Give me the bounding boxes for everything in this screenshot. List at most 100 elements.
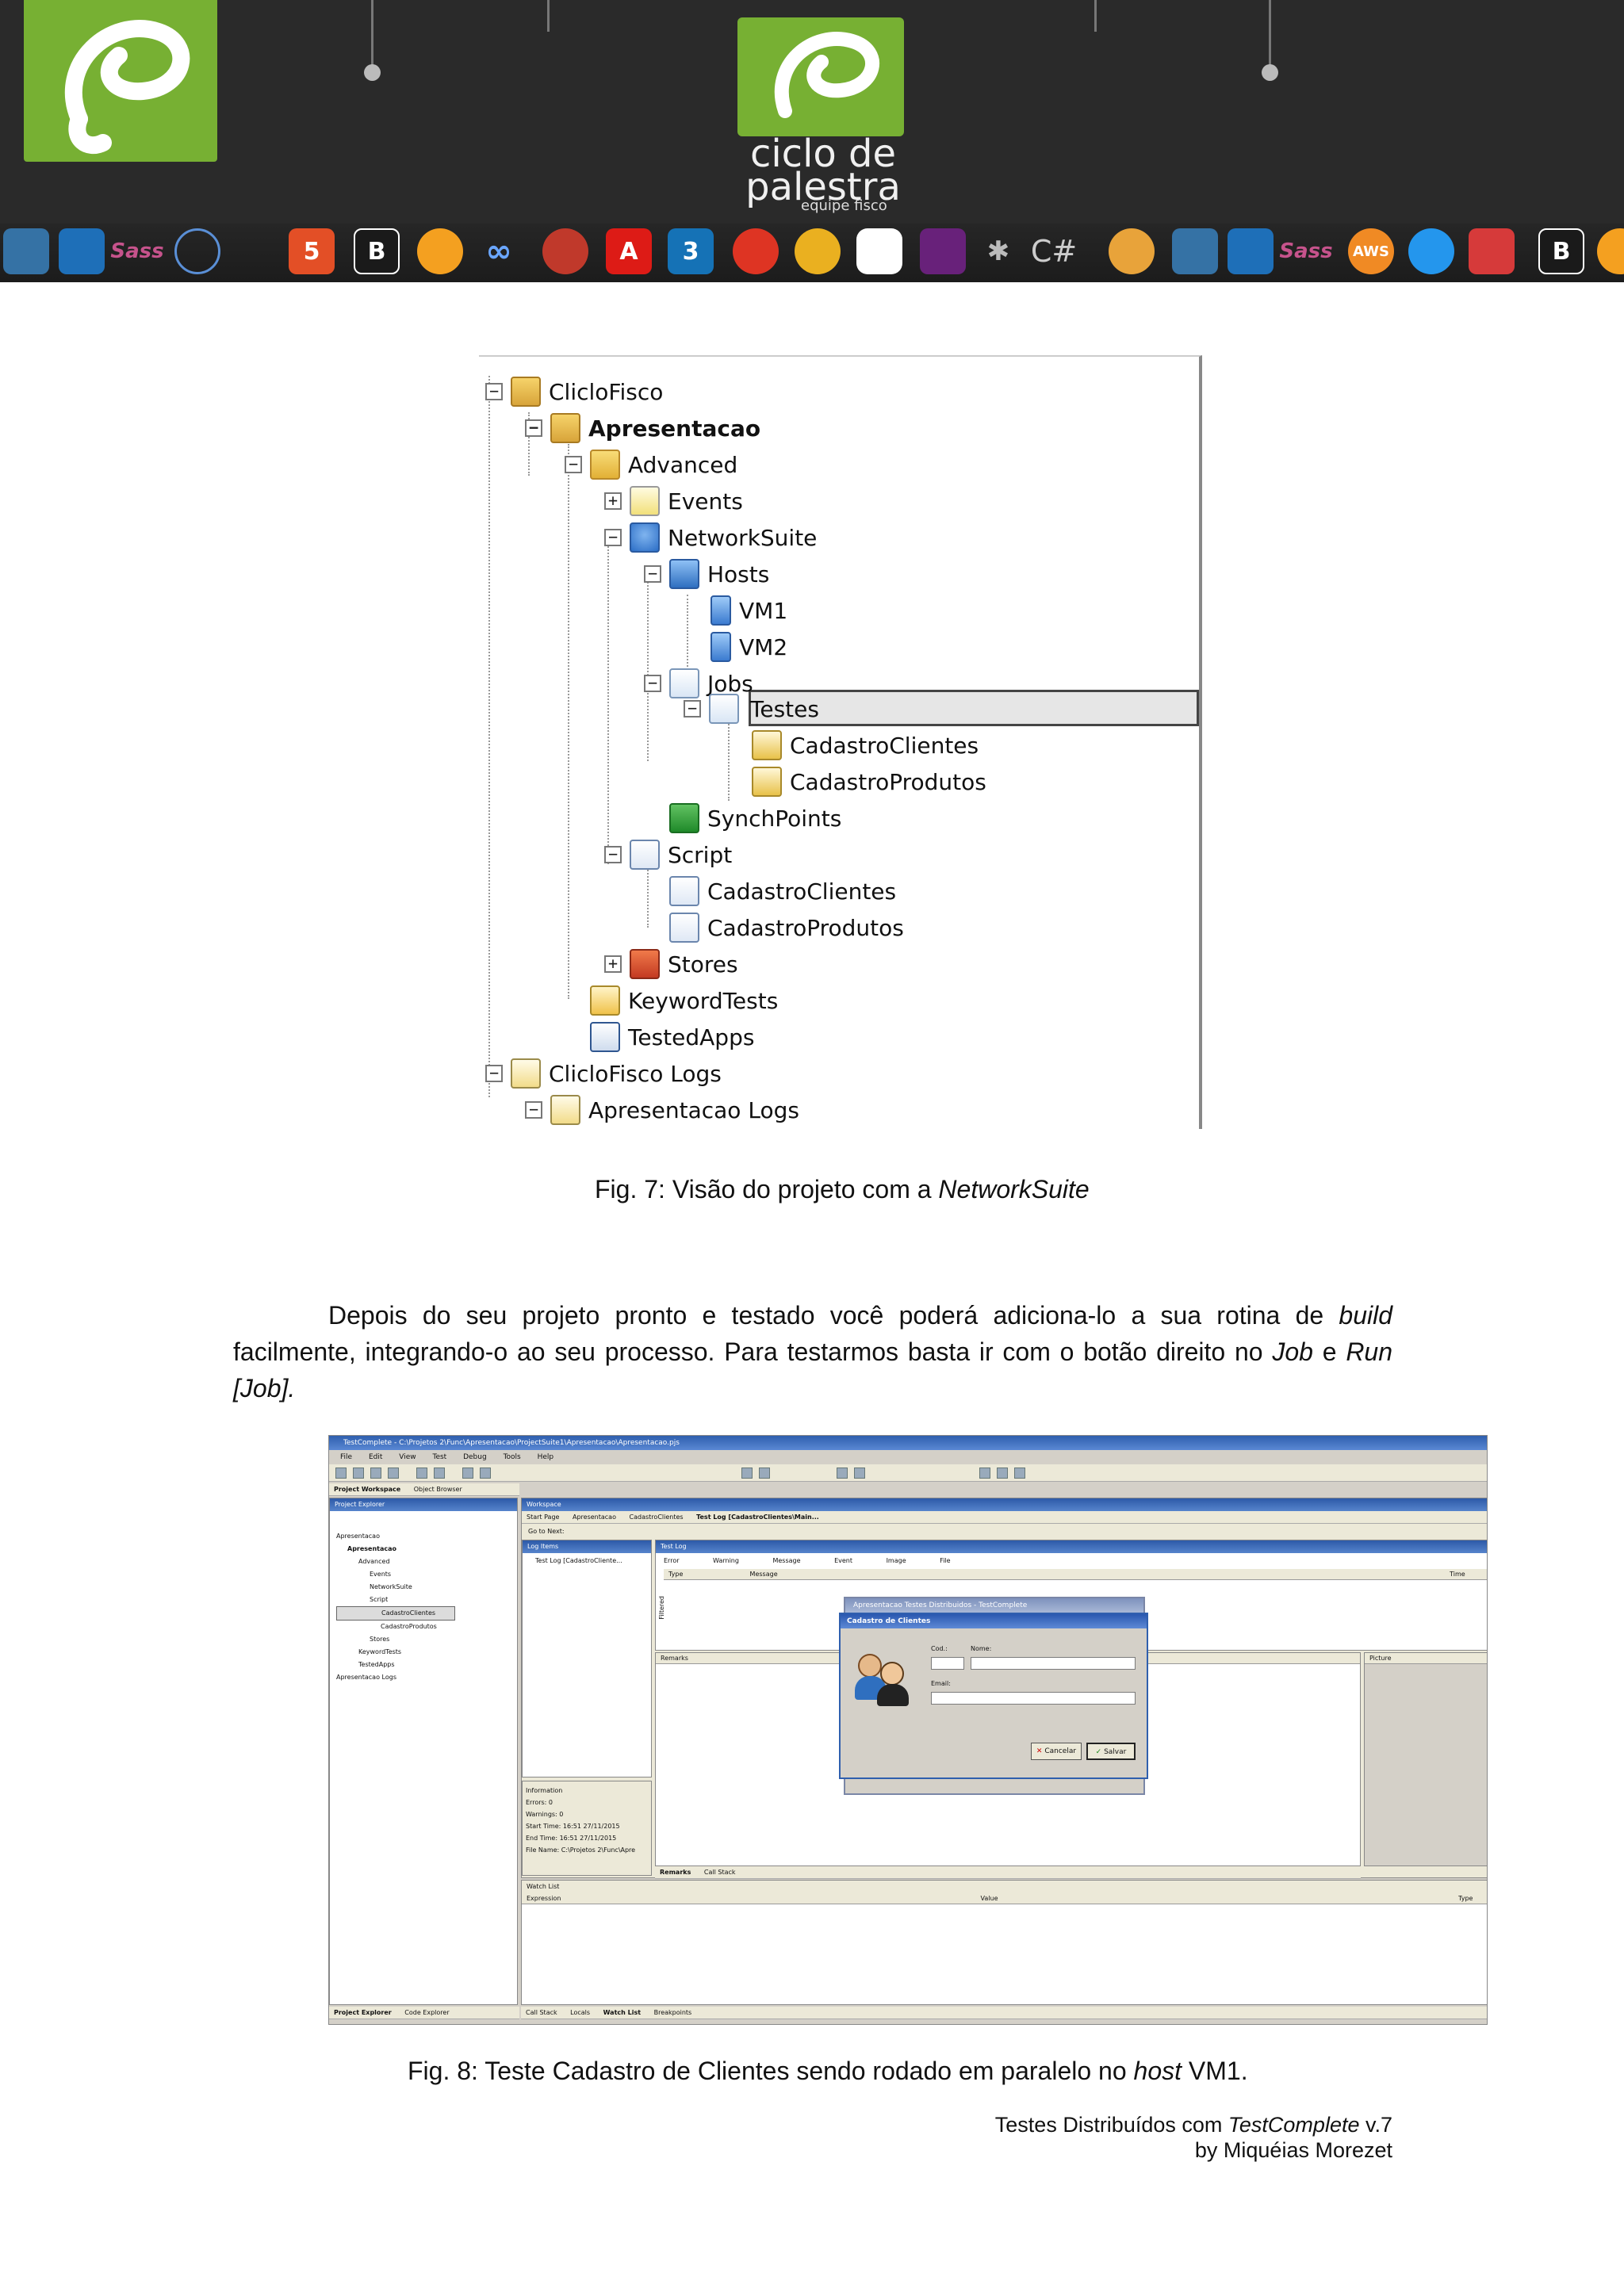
column-time[interactable]: Time [1450,1571,1465,1578]
expand-toggle[interactable]: + [604,955,622,973]
toolbar-button[interactable] [979,1468,990,1479]
toolbar-button[interactable] [388,1468,399,1479]
tree-item-synchpoints[interactable]: SynchPoints [669,801,841,836]
collapse-toggle[interactable]: − [525,419,542,437]
toolbar-button[interactable] [480,1468,491,1479]
nome-field[interactable] [971,1657,1136,1670]
toolbar-button[interactable] [997,1468,1008,1479]
tab-call-stack[interactable]: Call Stack [703,1869,736,1876]
mini-tree-item[interactable]: Apresentacao [347,1545,397,1552]
toolbar-button[interactable] [370,1468,381,1479]
collapse-toggle[interactable]: − [644,675,661,692]
toolbar-button[interactable] [837,1468,848,1479]
mini-tree-item[interactable]: Advanced [358,1558,390,1565]
mini-tree-item[interactable]: CadastroClientes [336,1606,455,1621]
email-field[interactable] [931,1692,1136,1705]
tree-item-apresentacao-logs[interactable]: −Apresentacao Logs [525,1093,799,1127]
menu-help[interactable]: Help [537,1453,554,1461]
tab-apresentacao[interactable]: Apresentacao [573,1513,616,1521]
mini-tree-item[interactable]: CadastroProdutos [381,1623,437,1630]
tree-item-testedapps[interactable]: TestedApps [590,1020,754,1054]
column-expression[interactable]: Expression [527,1895,561,1902]
toolbar-button[interactable] [1014,1468,1025,1479]
tab-breakpoints[interactable]: Breakpoints [653,2009,692,2016]
toolbar-button[interactable] [741,1468,753,1479]
tab-code-explorer[interactable]: Code Explorer [404,2009,450,2016]
tab-start-page[interactable]: Start Page [527,1513,560,1521]
collapse-toggle[interactable]: − [604,529,622,546]
tab-object-browser[interactable]: Object Browser [413,1486,462,1493]
tree-item-networksuite[interactable]: −NetworkSuite [604,520,817,555]
collapse-toggle[interactable]: − [565,456,582,473]
tab-project-explorer[interactable]: Project Explorer [334,2009,392,2016]
toolbar-button[interactable] [854,1468,865,1479]
toolbar-button[interactable] [434,1468,445,1479]
tree-item-cliclofisco-logs[interactable]: −ClicloFisco Logs [485,1056,722,1091]
column-message[interactable]: Message [749,1571,778,1578]
mini-tree-item[interactable]: Stores [370,1636,390,1643]
collapse-toggle[interactable]: − [684,700,701,718]
tab-locals[interactable]: Locals [570,2009,591,2016]
watch-list-title: Watch List [522,1881,1487,1893]
tree-item-apresentacao[interactable]: −Apresentacao [525,411,760,446]
expand-toggle[interactable]: + [604,492,622,510]
menu-tools[interactable]: Tools [503,1453,521,1461]
tree-item-advanced[interactable]: −Advanced [565,447,737,482]
column-type[interactable]: Type [668,1571,684,1578]
filter-error[interactable]: Error [664,1557,680,1564]
toolbar-button[interactable] [759,1468,770,1479]
mini-tree-item[interactable]: Apresentacao Logs [336,1674,396,1681]
tab-remarks[interactable]: Remarks [660,1869,691,1876]
filter-warning[interactable]: Warning [713,1557,739,1564]
toolbar-button[interactable] [353,1468,364,1479]
filter-event[interactable]: Event [834,1557,853,1564]
cod-field[interactable] [931,1657,964,1670]
filter-image[interactable]: Image [886,1557,906,1564]
tree-item-vm2[interactable]: VM2 [710,629,787,664]
tree-item-script[interactable]: −Script [604,837,732,872]
tab-cadastroclientes[interactable]: CadastroClientes [629,1513,684,1521]
mini-tree-item[interactable]: Script [370,1596,389,1603]
tree-item-task-cadastroclientes[interactable]: CadastroClientes [752,728,979,763]
collapse-toggle[interactable]: − [604,846,622,863]
menu-debug[interactable]: Debug [463,1453,487,1461]
menu-edit[interactable]: Edit [368,1453,383,1461]
save-button[interactable]: ✓ Salvar [1086,1743,1136,1760]
log-item[interactable]: Test Log [CadastroCliente... [535,1557,622,1564]
tree-item-task-cadastroprodutos[interactable]: CadastroProdutos [752,764,986,799]
column-type[interactable]: Type [1458,1895,1473,1902]
tree-item-jobs[interactable]: −Jobs [644,666,753,701]
filter-message[interactable]: Message [772,1557,801,1564]
tree-item-script-cadastroprodutos[interactable]: CadastroProdutos [669,910,904,945]
mini-tree-item[interactable]: Apresentacao [336,1533,380,1540]
tree-item-cliclofisco[interactable]: −ClicloFisco [485,374,663,409]
collapse-toggle[interactable]: − [485,1065,503,1082]
tree-item-keywordtests[interactable]: KeywordTests [590,983,778,1018]
toolbar-button[interactable] [335,1468,347,1479]
tree-item-events[interactable]: +Events [604,484,743,519]
tab-call-stack-debug[interactable]: Call Stack [526,2009,557,2016]
tree-item-testes[interactable]: −Testes [684,691,819,726]
mini-tree-item[interactable]: KeywordTests [358,1648,402,1655]
tree-item-stores[interactable]: +Stores [604,947,738,982]
filter-file[interactable]: File [940,1557,951,1564]
tree-item-hosts[interactable]: −Hosts [644,557,769,591]
collapse-toggle[interactable]: − [644,565,661,583]
mini-tree-item[interactable]: NetworkSuite [370,1583,412,1590]
collapse-toggle[interactable]: − [525,1101,542,1119]
toolbar-button[interactable] [416,1468,427,1479]
menu-view[interactable]: View [399,1453,416,1461]
column-value[interactable]: Value [980,1895,998,1902]
collapse-toggle[interactable]: − [485,383,503,400]
menu-test[interactable]: Test [432,1453,447,1461]
mini-tree-item[interactable]: Events [370,1571,392,1578]
toolbar-button[interactable] [462,1468,473,1479]
tab-test-log[interactable]: Test Log [CadastroClientes\Main... [696,1513,819,1521]
cancel-button[interactable]: ✕ Cancelar [1031,1743,1082,1760]
tree-item-vm1[interactable]: VM1 [710,593,787,628]
mini-tree-item[interactable]: TestedApps [358,1661,395,1668]
tab-project-workspace[interactable]: Project Workspace [334,1486,401,1493]
menu-file[interactable]: File [340,1453,353,1461]
tree-item-script-cadastroclientes[interactable]: CadastroClientes [669,874,896,909]
tab-watch-list[interactable]: Watch List [603,2009,642,2016]
